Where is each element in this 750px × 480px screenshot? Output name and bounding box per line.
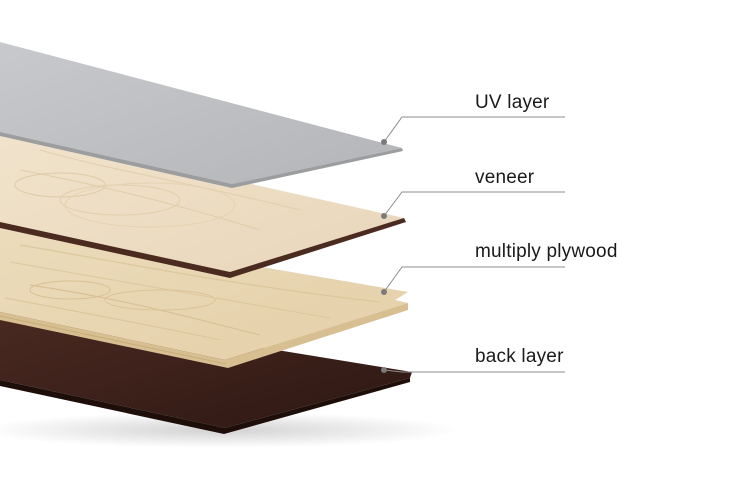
uv-leader <box>381 117 565 145</box>
uv-layer-label: UV layer <box>475 92 549 114</box>
back-layer-label: back layer <box>475 346 564 368</box>
veneer-leader <box>381 192 565 219</box>
multiply-plywood-label: multiply plywood <box>475 241 618 263</box>
plywood-leader <box>381 267 565 295</box>
veneer-label: veneer <box>475 167 534 189</box>
